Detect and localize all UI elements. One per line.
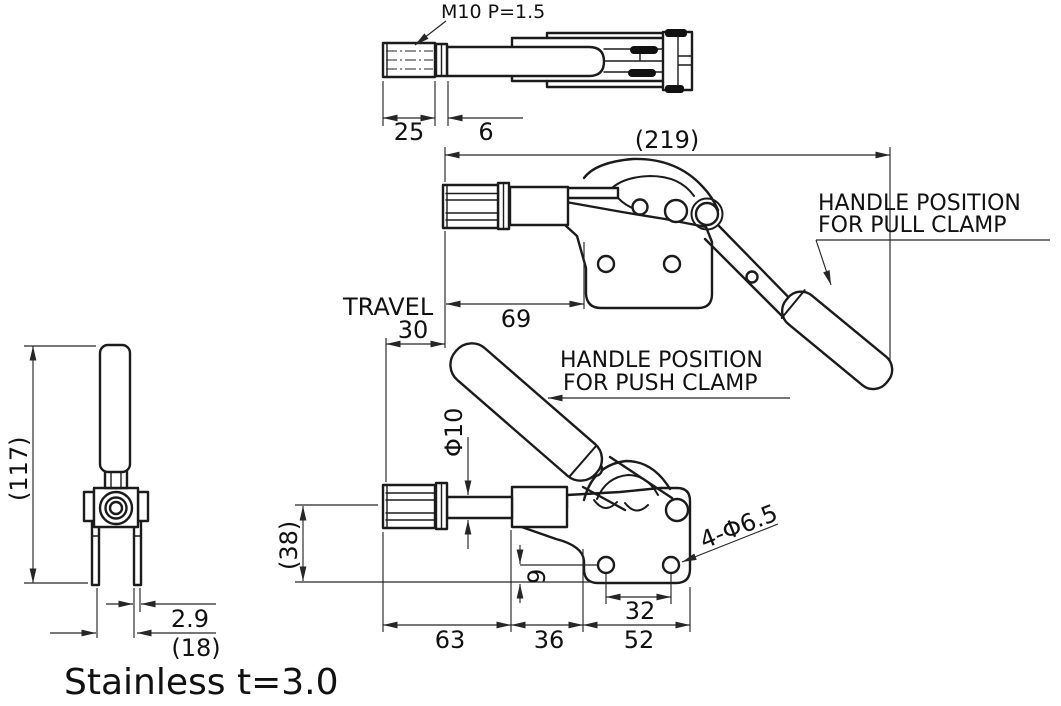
push-annotation: HANDLE POSITION FOR PUSH CLAMP: [548, 348, 790, 402]
svg-text:63: 63: [435, 626, 466, 654]
thread-spec-leader: [414, 20, 447, 46]
svg-text:25: 25: [394, 118, 425, 146]
dim-mount-holes: 4-Φ6.5: [681, 499, 782, 563]
pull-body-plate: [564, 200, 714, 310]
pull-clamp-arm: [564, 186, 620, 200]
front-view: (117) 2.9 (18): [5, 343, 221, 662]
pull-lever-hole: [745, 270, 759, 284]
svg-text:30: 30: [398, 316, 429, 344]
top-view: M10 P=1.5 25 6: [381, 1, 694, 146]
top-threaded-rod: [381, 41, 437, 79]
push-collar: [434, 481, 449, 531]
push-threaded-rod: [381, 483, 437, 530]
push-mount-hole: [661, 555, 681, 575]
dim-overall-height: (117): [5, 345, 96, 584]
front-handle-grip: [98, 343, 132, 474]
top-spindle-bar: [445, 45, 606, 78]
push-mount-hole: [596, 555, 616, 575]
pull-pivot-pins: [663, 197, 724, 231]
dim-spindle-dia: Φ10: [440, 408, 472, 549]
svg-text:9: 9: [523, 569, 551, 584]
front-legs: [90, 518, 143, 587]
svg-text:6: 6: [478, 118, 493, 146]
pull-threaded-rod: [441, 183, 500, 230]
thread-spec-label: M10 P=1.5: [441, 1, 545, 23]
pull-clamp-view: (219) 69 HANDLE POSITION FOR PULL CLAMP: [441, 126, 1050, 391]
push-handle-grip: [449, 342, 604, 482]
svg-text:FOR PULL CLAMP: FOR PULL CLAMP: [818, 213, 1007, 238]
dim-hole-to-base: 9: [516, 545, 597, 603]
top-channel-plates: [510, 31, 692, 89]
pull-toggle-linkage: [582, 157, 720, 216]
svg-text:(38): (38): [275, 521, 303, 570]
svg-text:FOR PUSH CLAMP: FOR PUSH CLAMP: [563, 371, 758, 396]
push-pivot-pin: [664, 497, 690, 523]
dim-overall-length: (219): [444, 126, 891, 362]
dim-hex-length: 25: [382, 81, 436, 146]
dim-collar: 6: [447, 81, 523, 146]
pull-handle-grip: [780, 289, 894, 391]
dim-travel: TRAVEL 30: [342, 293, 445, 482]
svg-text:32: 32: [625, 597, 656, 625]
svg-text:Φ10: Φ10: [440, 408, 468, 457]
svg-text:2.9: 2.9: [171, 605, 209, 633]
svg-text:(18): (18): [171, 634, 220, 662]
dim-plate-thickness: 2.9: [96, 588, 216, 638]
push-spindle-block: [510, 485, 569, 529]
top-collar: [434, 42, 449, 78]
pull-mount-hole: [596, 254, 616, 274]
dim-spindle-to-body: 69: [444, 231, 585, 348]
svg-text:(117): (117): [5, 436, 33, 501]
dim-slot-width: (18): [50, 629, 221, 662]
push-clamp-view: HANDLE POSITION FOR PUSH CLAMP TRAVEL 30…: [275, 293, 790, 654]
material-note: Stainless t=3.0: [64, 662, 338, 703]
svg-text:(219): (219): [635, 126, 700, 154]
pull-mount-hole: [662, 254, 682, 274]
svg-text:HANDLE POSITION: HANDLE POSITION: [560, 348, 763, 373]
svg-text:36: 36: [534, 626, 565, 654]
top-end-cap: [628, 29, 694, 93]
svg-text:52: 52: [624, 626, 655, 654]
dim-base-height: (38): [275, 504, 592, 583]
pull-annotation: HANDLE POSITION FOR PULL CLAMP: [815, 191, 1050, 286]
svg-text:TRAVEL: TRAVEL: [342, 293, 434, 321]
pull-collar: [496, 181, 511, 231]
dim-bottom-chain: 63 36 52: [382, 530, 691, 654]
dim-hole-spacing: 32: [605, 574, 672, 625]
svg-text:69: 69: [501, 305, 532, 333]
svg-text:HANDLE POSITION: HANDLE POSITION: [818, 191, 1021, 216]
pull-spindle-block: [508, 185, 570, 227]
svg-text:4-Φ6.5: 4-Φ6.5: [696, 499, 782, 555]
front-pivot-nut: [98, 490, 134, 526]
push-spindle-rod: [445, 495, 514, 520]
